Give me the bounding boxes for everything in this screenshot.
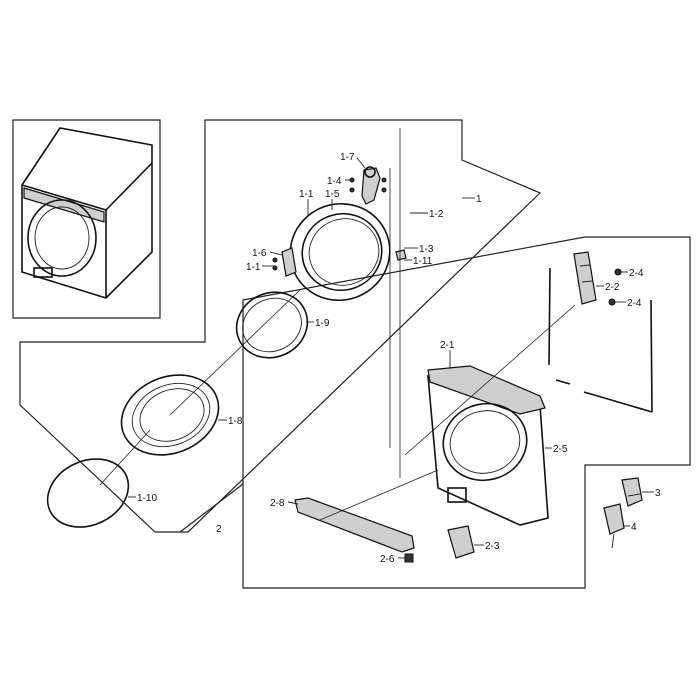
door-axis-d [99,429,151,486]
label-1-2: 1-2 [429,209,444,220]
knob-2-6 [404,553,414,563]
label-2-5: 2-5 [553,444,568,455]
label-1: 1 [476,194,482,205]
door-assembly-frame [19,119,542,533]
label-2-8: 2-8 [270,498,285,509]
label-1-10: 1-10 [137,493,157,504]
front-panel-frame [179,236,691,589]
panel-axis-a [404,304,576,456]
label-1-3: 1-3 [419,244,434,255]
door-handle-1-6 [272,247,297,277]
door-gasket-1-9 [235,291,309,359]
label-1-8: 1-8 [228,416,243,427]
label-2: 2 [216,524,222,535]
label-2-4a: 2-4 [629,268,644,279]
front-panel-2-5 [427,365,549,526]
label-1-6: 1-6 [252,248,267,259]
drain-cover-2-3 [447,525,475,559]
label-2-1: 2-1 [440,340,455,351]
label-1-11: 1-11 [413,256,433,267]
bracket-3 [621,477,643,507]
label-4: 4 [631,522,637,533]
kick-plate-2-8 [294,497,415,553]
inset-frame [12,119,161,319]
door-frame-1-8 [120,374,220,456]
clip-1-3 [395,249,407,261]
panel-axis-b [319,469,439,521]
panel-seal-strips [548,267,653,413]
label-1-1b: 1-1 [246,262,261,273]
label-2-6: 2-6 [380,554,395,565]
label-1-4: 1-4 [327,176,342,187]
door-hinge-1-7 [361,166,381,205]
label-1-7: 1-7 [340,152,355,163]
label-1-9: 1-9 [315,318,330,329]
washer-overview-illustration [21,127,153,299]
label-1-1a: 1-1 [299,189,314,200]
label-2-2: 2-2 [605,282,620,293]
label-1-5: 1-5 [325,189,340,200]
label-3: 3 [655,488,661,499]
label-2-4b: 2-4 [627,298,642,309]
label-2-3: 2-3 [485,541,500,552]
door-lock-switch-2-2 [573,251,597,305]
door-glass-1-10 [46,458,130,528]
leader-lines [128,157,654,559]
door-axis-c [169,289,301,416]
bracket-4 [603,503,625,549]
door-ring-1-5 [289,202,391,302]
